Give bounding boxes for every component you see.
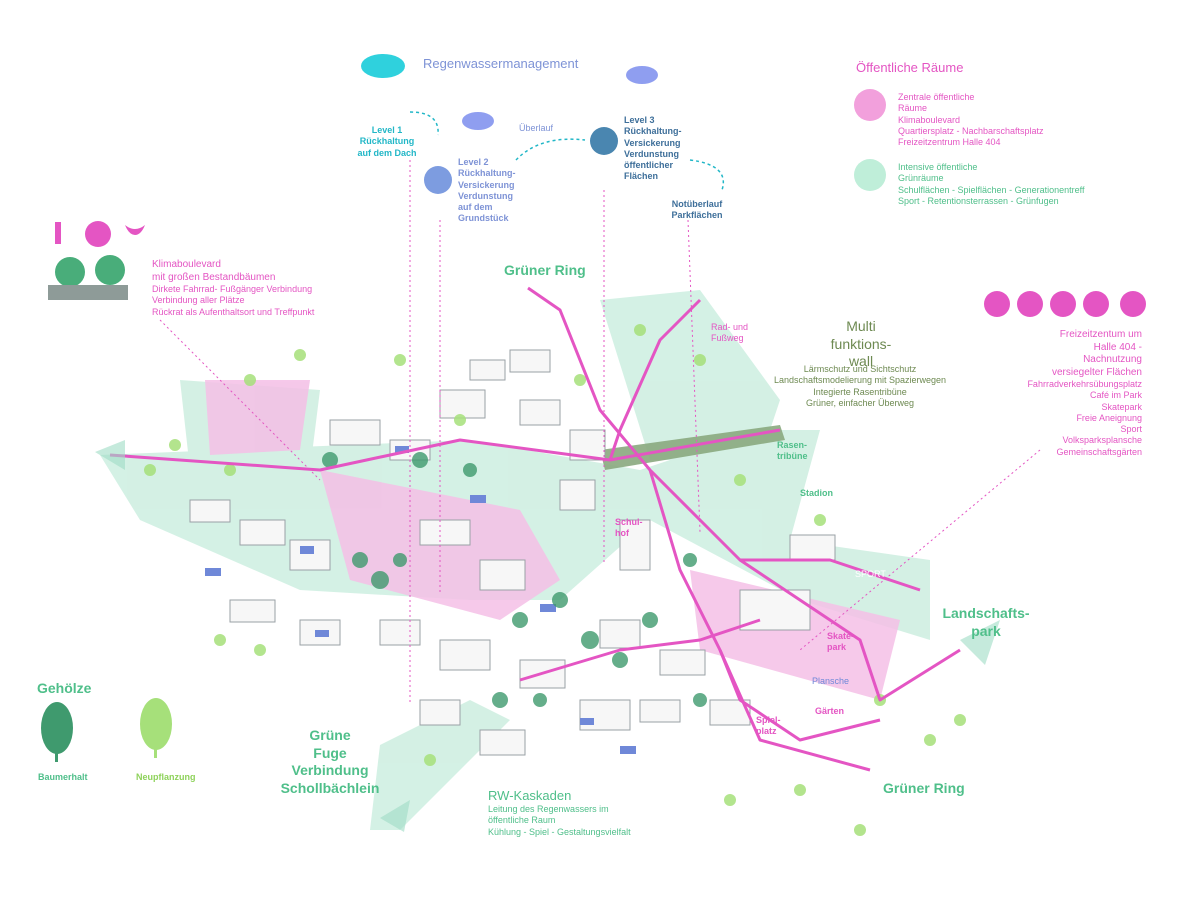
overflow-label: Überlauf [519, 123, 554, 133]
green-axes [95, 440, 1000, 832]
public-legend-circles [854, 89, 886, 191]
overflow-arrows [409, 111, 724, 191]
skatepark-label: Skate-park [827, 631, 855, 653]
baumerhalt-label: Baumerhalt [38, 772, 88, 782]
freizeit-icons [984, 291, 1146, 317]
solar-roofs [205, 446, 636, 754]
spielplatz-label: Spiel-platz [756, 715, 781, 737]
green-ring-path [109, 286, 961, 772]
gruener-ring-top-label: Grüner Ring [504, 262, 586, 278]
rw-kaskaden-title: RW-Kaskaden [488, 788, 572, 803]
rain-title: Regenwassermanagement [423, 56, 579, 71]
gruener-ring-bottom-label: Grüner Ring [883, 780, 965, 796]
rasentribuene-label: Rasen-tribüne [777, 440, 808, 462]
stadion-label: Stadion [800, 488, 833, 498]
klima-icons [55, 221, 145, 247]
new-trees [144, 324, 966, 836]
schulhof-label: Schul-hof [615, 517, 643, 539]
leader-lines [159, 160, 1041, 705]
neupflanzung-label: Neupflanzung [136, 772, 196, 782]
landschaftspark-label: Landschafts-park [942, 605, 1030, 639]
buildings [189, 349, 836, 756]
tree-legend-icons [41, 698, 172, 762]
public-spaces-title: Öffentliche Räume [856, 60, 964, 75]
sport-label: SPORT [855, 569, 886, 579]
gehoelze-title: Gehölze [37, 680, 92, 696]
klimaboulevard-label: Klimaboulevard mit großen Bestandbäumen … [152, 259, 315, 317]
klima-trees [48, 255, 128, 300]
existing-trees [322, 452, 707, 708]
rain-icons [361, 54, 658, 194]
gaerten-label: Gärten [815, 706, 845, 716]
plansche-label: Plansche [812, 676, 850, 686]
